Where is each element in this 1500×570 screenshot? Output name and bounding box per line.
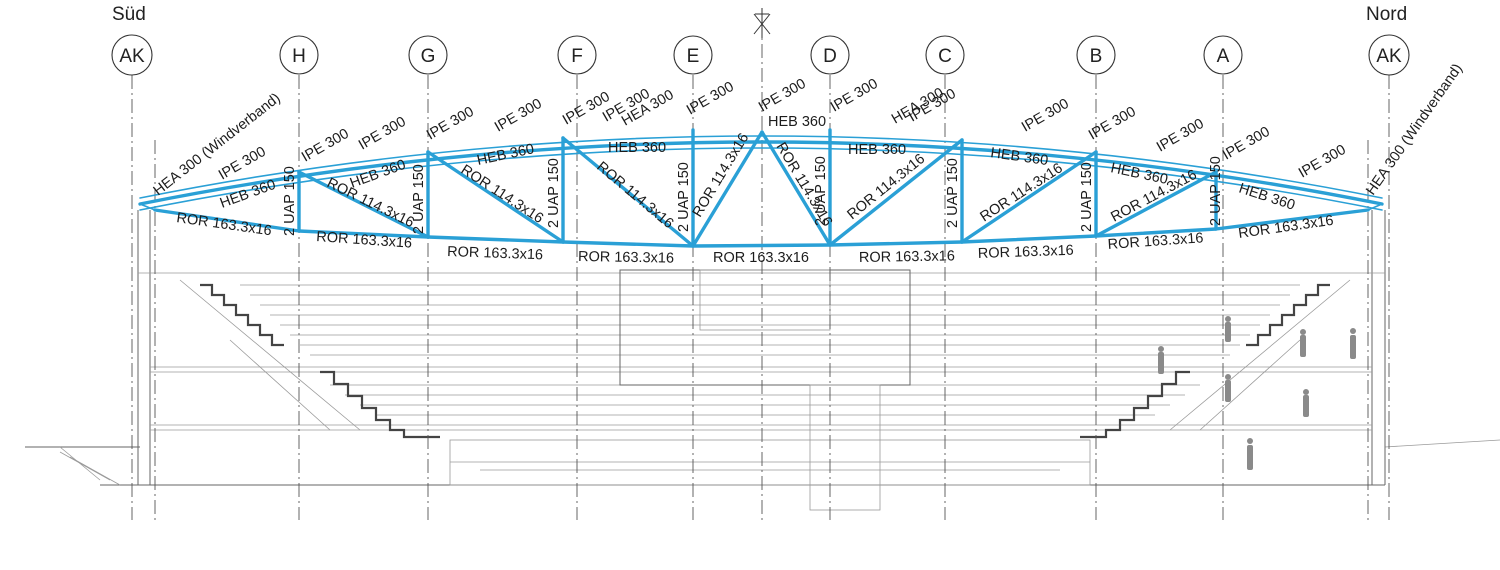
label-uap-d: 2 UAP 150 — [813, 156, 829, 226]
label-uap-c: 2 UAP 150 — [945, 158, 961, 228]
stadium-background — [25, 210, 1500, 511]
stairs-left-lower — [320, 370, 440, 439]
label-ror-bottom-7: ROR 163.3x16 — [978, 243, 1074, 262]
grid-label: D — [823, 46, 837, 67]
grid-bubble-g: G — [408, 35, 448, 75]
grid-label: AK — [119, 46, 145, 67]
grid-bubble-h: H — [279, 35, 319, 75]
grid-label: E — [687, 46, 700, 67]
label-uap-e: 2 UAP 150 — [676, 162, 692, 232]
support-north — [1367, 203, 1383, 211]
label-ror-diag-2: ROR 114.3x16 — [458, 162, 546, 227]
label-uap-b: 2 UAP 150 — [1079, 162, 1095, 232]
diagonal-ridge-d — [760, 130, 832, 247]
diagonal-h-g — [297, 170, 430, 239]
grid-bubble-ak-north: AK — [1368, 34, 1410, 76]
label-ipe-2: IPE 300 — [299, 126, 352, 166]
label-heb-5: HEB 360 — [768, 114, 826, 130]
label-heb-6: HEB 360 — [848, 142, 906, 158]
top-chord — [138, 140, 1384, 206]
grid-bubble-d: D — [810, 35, 850, 75]
label-ipe-1: IPE 300 — [216, 144, 269, 184]
label-ror-bottom-9: ROR 163.3x16 — [1237, 213, 1334, 242]
grid-label: A — [1217, 46, 1230, 67]
label-ipe-10: IPE 300 — [828, 76, 881, 116]
grid-label: AK — [1376, 46, 1402, 67]
label-heb-7: HEB 360 — [989, 145, 1049, 169]
label-uap-a: 2 UAP 150 — [1208, 156, 1224, 226]
label-ipe-8: IPE 300 — [684, 79, 737, 119]
support-south — [139, 203, 156, 211]
label-ror-diag-3: ROR 114.3x16 — [593, 159, 676, 232]
label-south: Süd — [112, 4, 146, 25]
grid-bubbles: AK H G F E D C B — [111, 34, 1410, 76]
grid-label: B — [1090, 46, 1103, 67]
diagonal-d-c — [828, 138, 964, 247]
grid-bubble-f: F — [557, 35, 597, 75]
stairs-right-upper — [1246, 283, 1330, 347]
label-ror-bottom-5: ROR 163.3x16 — [713, 250, 809, 266]
label-hea-windverband-north: HEA 300 (Windverband) — [1363, 61, 1466, 198]
label-ror-bottom-3: ROR 163.3x16 — [447, 244, 543, 263]
grid-bubble-c: C — [925, 35, 965, 75]
label-heb-4: HEB 360 — [608, 140, 666, 156]
grid-label: H — [292, 46, 306, 67]
seating-rows — [240, 284, 1300, 416]
steel-truss — [138, 128, 1384, 248]
label-ror-bottom-1: ROR 163.3x16 — [175, 210, 272, 239]
label-ipe-4: IPE 300 — [424, 104, 477, 144]
label-uap-f: 2 UAP 150 — [546, 158, 562, 228]
grid-label: G — [421, 46, 436, 67]
label-heb-3: HEB 360 — [476, 141, 536, 169]
label-ipe-16: IPE 300 — [1296, 142, 1349, 182]
bottom-chord — [153, 208, 1370, 248]
label-ipe-15: IPE 300 — [1220, 124, 1273, 164]
grid-bubble-e: E — [673, 35, 713, 75]
label-ror-diag-6: ROR 114.3x16 — [844, 151, 928, 223]
label-ror-bottom-2: ROR 163.3x16 — [316, 229, 413, 252]
diagonal-e-ridge — [691, 130, 764, 248]
label-ipe-12: IPE 300 — [1019, 96, 1072, 136]
label-ror-bottom-6: ROR 163.3x16 — [859, 248, 955, 266]
label-ipe-9: IPE 300 — [756, 76, 809, 116]
diagonal-c-b — [960, 150, 1098, 244]
grid-bubble-b: B — [1076, 35, 1116, 75]
label-ipe-3: IPE 300 — [356, 114, 409, 154]
diagonal-g-f — [426, 150, 565, 244]
grid-label: C — [938, 46, 952, 67]
label-ror-bottom-8: ROR 163.3x16 — [1107, 230, 1204, 253]
label-ror-diag-7: ROR 114.3x16 — [977, 160, 1065, 225]
label-uap-h: 2 UAP 150 — [282, 166, 298, 236]
diagonal-b-a — [1094, 170, 1218, 238]
grid-bubble-a: A — [1203, 35, 1243, 75]
diagonal-f-e — [561, 136, 695, 248]
label-ipe-5: IPE 300 — [492, 96, 545, 136]
north-arrow-icon — [753, 8, 771, 38]
grid-axes — [131, 20, 1390, 520]
label-ipe-14: IPE 300 — [1154, 116, 1207, 156]
grid-label: F — [571, 46, 583, 67]
label-uap-g: 2 UAP 150 — [411, 164, 427, 234]
stairs-left-upper — [200, 283, 284, 347]
label-north: Nord — [1366, 4, 1407, 25]
label-ipe-13: IPE 300 — [1086, 104, 1139, 144]
label-ror-bottom-4: ROR 163.3x16 — [578, 249, 674, 267]
stairs-right-lower — [1080, 370, 1190, 439]
top-chord-inner — [139, 147, 1383, 211]
grid-bubble-ak-south: AK — [111, 34, 153, 76]
people-silhouettes — [1158, 316, 1356, 470]
